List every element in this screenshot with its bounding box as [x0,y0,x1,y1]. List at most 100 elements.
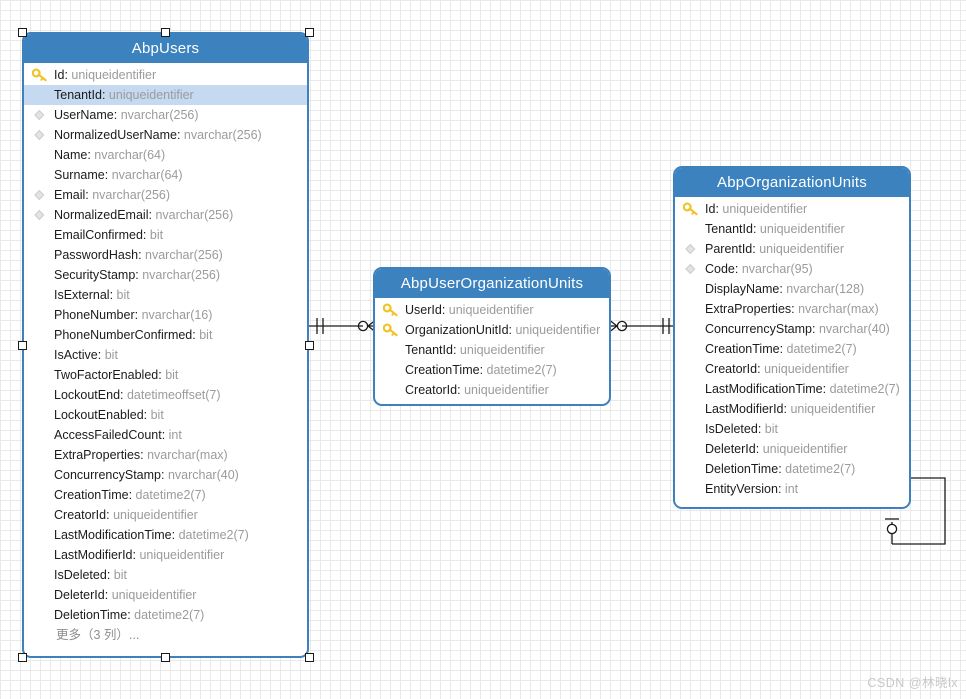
column-row[interactable]: LastModifierId: uniqueidentifier [24,545,307,565]
column-row[interactable]: AccessFailedCount: int [24,425,307,445]
more-columns-row[interactable]: 更多（3 列）... [56,628,140,642]
column-row[interactable]: LockoutEnd: datetimeoffset(7) [24,385,307,405]
column-type: bit [116,288,130,302]
column-separator: : [812,322,819,336]
column-row[interactable]: LastModifierId: uniqueidentifier [675,399,909,419]
column-row[interactable]: DeletionTime: datetime2(7) [675,459,909,479]
column-row[interactable]: NormalizedUserName: nvarchar(256) [24,125,307,145]
column-row[interactable]: IsActive: bit [24,345,307,365]
column-row[interactable]: DeleterId: uniqueidentifier [675,439,909,459]
column-separator: : [757,362,765,376]
column-row[interactable]: Id: uniqueidentifier [675,199,909,219]
column-separator: : [176,128,184,142]
column-name: Id [54,68,65,82]
selection-handle[interactable] [305,341,314,350]
column-row[interactable]: LockoutEnabled: bit [24,405,307,425]
column-row[interactable]: TenantId: uniqueidentifier [675,219,909,239]
column-name: CreatorId [705,362,758,376]
column-row[interactable]: PhoneNumberConfirmed: bit [24,325,307,345]
column-name: DeletionTime [705,462,779,476]
column-type: datetime2(7) [135,488,206,502]
column-row[interactable]: Email: nvarchar(256) [24,185,307,205]
column-separator: : [822,382,830,396]
column-row[interactable]: CreationTime: datetime2(7) [375,360,609,380]
entity-abp-organization-units[interactable]: AbpOrganizationUnits Id: uniqueidentifie… [673,166,911,509]
column-row[interactable]: TenantId: uniqueidentifier [375,340,609,360]
column-type: bit [113,568,127,582]
column-row[interactable]: Id: uniqueidentifier [24,65,307,85]
selection-handle[interactable] [18,341,27,350]
column-row[interactable]: CreationTime: datetime2(7) [24,485,307,505]
column-separator: : [142,228,150,242]
relationship-users-to-userorgunits[interactable] [305,312,381,340]
column-row[interactable]: NormalizedEmail: nvarchar(256) [24,205,307,225]
column-name: CreationTime [54,488,129,502]
column-name: Email [54,188,86,202]
column-row[interactable]: CreatorId: uniqueidentifier [24,505,307,525]
column-row[interactable]: DeleterId: uniqueidentifier [24,585,307,605]
column-row[interactable]: UserId: uniqueidentifier [375,300,609,320]
column-row[interactable]: EntityVersion: int [675,479,909,499]
column-name: DeleterId [705,442,756,456]
column-type: nvarchar(40) [167,468,239,482]
selection-handle[interactable] [161,28,170,37]
key-icon [31,68,47,82]
column-type: bit [149,228,164,242]
column-row[interactable]: OrganizationUnitId: uniqueidentifier [375,320,609,340]
column-row[interactable]: TwoFactorEnabled: bit [24,365,307,385]
column-row[interactable]: IsExternal: bit [24,285,307,305]
selection-handle[interactable] [161,653,170,662]
column-row[interactable]: LastModificationTime: datetime2(7) [24,525,307,545]
selection-handle[interactable] [305,28,314,37]
relationship-userorgunits-to-orgunits[interactable] [607,312,680,340]
column-row[interactable]: Name: nvarchar(64) [24,145,307,165]
column-name: PhoneNumberConfirmed [54,328,193,342]
column-separator: : [777,482,785,496]
column-row[interactable]: DeletionTime: datetime2(7) [24,605,307,625]
column-row[interactable]: ConcurrencyStamp: nvarchar(40) [675,319,909,339]
column-row[interactable]: SecurityStamp: nvarchar(256) [24,265,307,285]
column-separator: : [752,242,760,256]
column-separator: : [158,368,166,382]
column-row[interactable]: CreationTime: datetime2(7) [675,339,909,359]
column-row[interactable]: CreatorId: uniqueidentifier [675,359,909,379]
entity-abp-user-organization-units[interactable]: AbpUserOrganizationUnits UserId: uniquei… [373,267,611,406]
column-row[interactable]: EmailConfirmed: bit [24,225,307,245]
column-row[interactable]: IsDeleted: bit [675,419,909,439]
column-separator: : [755,442,763,456]
column-type: datetimeoffset(7) [126,388,221,402]
column-row[interactable]: ConcurrencyStamp: nvarchar(40) [24,465,307,485]
column-row[interactable]: Surname: nvarchar(64) [24,165,307,185]
column-row[interactable]: IsDeleted: bit [24,565,307,585]
selection-handle[interactable] [18,653,27,662]
column-separator: : [171,528,179,542]
column-type: nvarchar(max) [147,448,228,462]
column-row[interactable]: TenantId: uniqueidentifier [24,85,307,105]
column-row[interactable]: PhoneNumber: nvarchar(16) [24,305,307,325]
column-name: ParentId [705,242,753,256]
column-row[interactable]: ParentId: uniqueidentifier [675,239,909,259]
column-row[interactable]: CreatorId: uniqueidentifier [375,380,609,400]
column-row[interactable]: LastModificationTime: datetime2(7) [675,379,909,399]
index-icon [32,208,47,222]
column-row[interactable]: Code: nvarchar(95) [675,259,909,279]
selection-handle[interactable] [305,653,314,662]
column-name: LastModificationTime [54,528,172,542]
column-row[interactable]: PasswordHash: nvarchar(256) [24,245,307,265]
column-separator: : [192,328,200,342]
column-type: nvarchar(max) [798,302,879,316]
column-separator: : [132,548,140,562]
column-row[interactable]: DisplayName: nvarchar(128) [675,279,909,299]
column-name: IsActive [54,348,98,362]
column-row[interactable]: ExtraProperties: nvarchar(max) [24,445,307,465]
column-row[interactable]: ExtraProperties: nvarchar(max) [675,299,909,319]
column-type: uniqueidentifier [139,548,225,562]
selection-handle[interactable] [18,28,27,37]
column-type: uniqueidentifier [762,442,848,456]
column-row[interactable]: UserName: nvarchar(256) [24,105,307,125]
column-name: Code [705,262,735,276]
column-type: nvarchar(64) [94,148,166,162]
